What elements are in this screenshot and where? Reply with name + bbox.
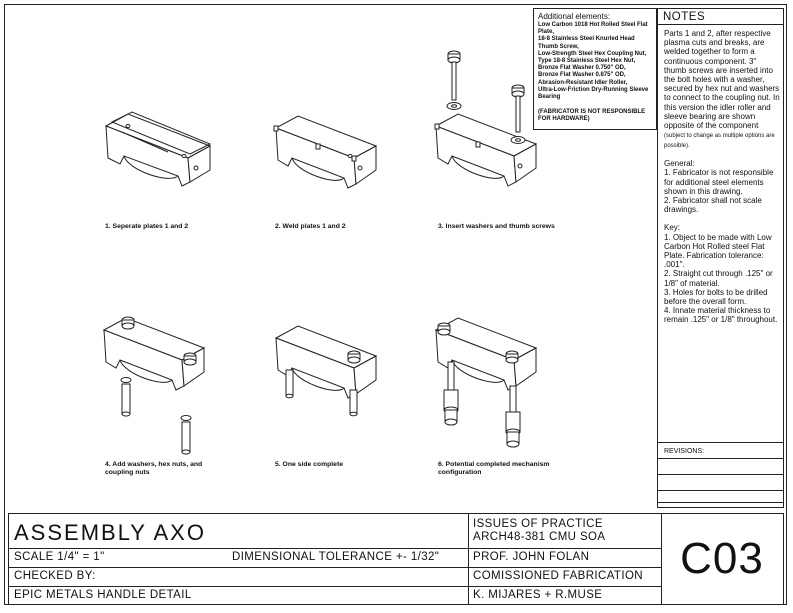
step-1-drawing [104,111,212,187]
additional-item: Bronze Flat Washer 0.875" OD, [538,72,626,79]
drawing-scale: SCALE 1/4" = 1" [14,551,105,563]
additional-item: Low Carbon 1018 Hot Rolled Steel Flat Pl… [538,22,648,36]
key-title: Key: [664,223,681,233]
revision-row [658,502,783,503]
dimensional-tolerance: DIMENSIONAL TOLERANCE +- 1/32" [232,551,440,563]
checked-by: CHECKED BY: [14,570,96,582]
additional-elements-box: Additional elements: Low Carbon 1018 Hot… [533,8,657,130]
notes-body: Parts 1 and 2, after respective plasma c… [664,29,780,325]
revision-row [658,458,783,459]
drawing-title: ASSEMBLY AXO [14,520,206,545]
notes-panel: NOTES Parts 1 and 2, after respective pl… [657,8,784,508]
step-4-caption: 4. Add washers, hex nuts, and coupling n… [105,461,203,476]
fabrication-status: COMISSIONED FABRICATION [473,570,644,582]
revision-row [658,474,783,475]
step-1-caption: 1. Seperate plates 1 and 2 [105,223,189,230]
sheet-code: C03 [680,534,764,583]
general-title: General: [664,159,695,169]
step-6-drawing [434,317,538,448]
step-2-caption: 2. Weld plates 1 and 2 [275,223,346,230]
additional-item: Type 18-8 Stainless Steel Hex Nut, [538,58,636,65]
additional-item: Bronze Flat Washer 0.750" OD, [538,65,626,72]
step-5-drawing [274,325,378,417]
key-note: 3. Holes for bolts to be drilled before … [664,287,768,307]
additional-item: Ultra-Low-Friction Dry-Running Sleeve Be… [538,86,649,101]
step-3-drawing [434,50,538,187]
additional-item: Low-Strength Steel Hex Coupling Nut, [538,50,647,57]
step-5-caption: 5. One side complete [275,461,343,468]
fabricator-disclaimer: (FABRICATOR IS NOT RESPONSIBLE FOR HARDW… [538,109,646,123]
step-4-drawing [102,316,206,455]
title-block: ASSEMBLY AXO SCALE 1/4" = 1" DIMENSIONAL… [8,513,784,605]
notes-paragraph: Parts 1 and 2, after respective plasma c… [664,29,780,150]
additional-elements-heading: Additional elements: [538,12,611,21]
step-6-caption: 6. Potential completed mechanism configu… [438,461,550,476]
step-3-caption: 3. Insert washers and thumb screws [438,223,555,230]
key-note: 4. Innate material thickness to remain .… [664,306,778,325]
professor: PROF. JOHN FOLAN [473,551,590,563]
additional-item: Abrasion-Resistant Idler Roller, [538,79,628,86]
key-note: 1. Object to be made with Low Carbon Hot… [664,232,772,270]
project-name: EPIC METALS HANDLE DETAIL [14,589,192,601]
revisions-section: REVISIONS: [658,442,783,503]
general-note: 1. Fabricator is not responsible for add… [664,168,774,196]
course-line-1: ISSUES OF PRACTICE [473,518,603,530]
revision-row [658,490,783,491]
notes-title: NOTES [658,9,783,25]
additional-item: 18-8 Stainless Steel Knurled Head Thumb … [538,36,635,50]
course-line-2: ARCH48-381 CMU SOA [473,531,606,543]
step-2-drawing [273,115,378,189]
authors: K. MIJARES + R.MUSE [473,589,603,601]
general-note: 2. Fabricator shall not scale drawings. [664,196,762,215]
revisions-label: REVISIONS: [664,448,705,455]
key-note: 2. Straight cut through .125" or 1/8" of… [664,269,773,288]
notes-paragraph-small: (subject to change as multiple options a… [664,133,775,150]
